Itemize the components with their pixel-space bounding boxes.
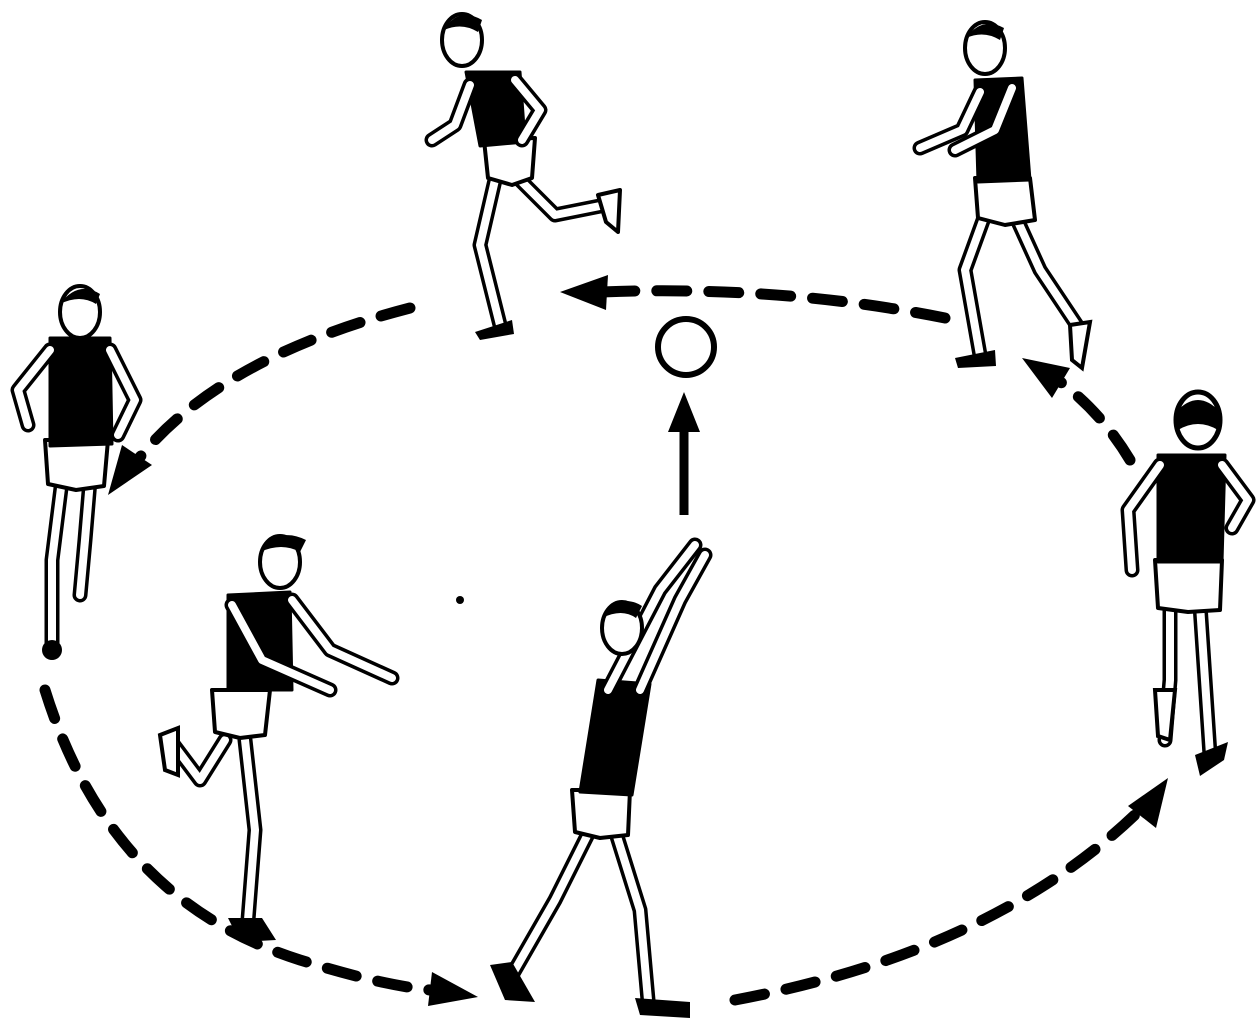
arrow-upper-left xyxy=(108,445,152,495)
path-top xyxy=(600,291,945,318)
player-catcher xyxy=(160,535,392,942)
player-thrower xyxy=(490,545,705,1018)
ball-trajectory xyxy=(658,319,714,515)
arrow-lower-left xyxy=(428,972,478,1006)
player-right-runner xyxy=(1128,392,1248,776)
ball-icon xyxy=(658,319,714,375)
throw-arrow-head xyxy=(668,392,700,432)
path-lower-right xyxy=(735,805,1145,1000)
arrow-right xyxy=(1022,358,1070,398)
path-upper-left xyxy=(130,308,410,470)
path-right xyxy=(1055,378,1130,460)
arrow-top xyxy=(560,275,608,310)
center-dot xyxy=(456,596,464,604)
